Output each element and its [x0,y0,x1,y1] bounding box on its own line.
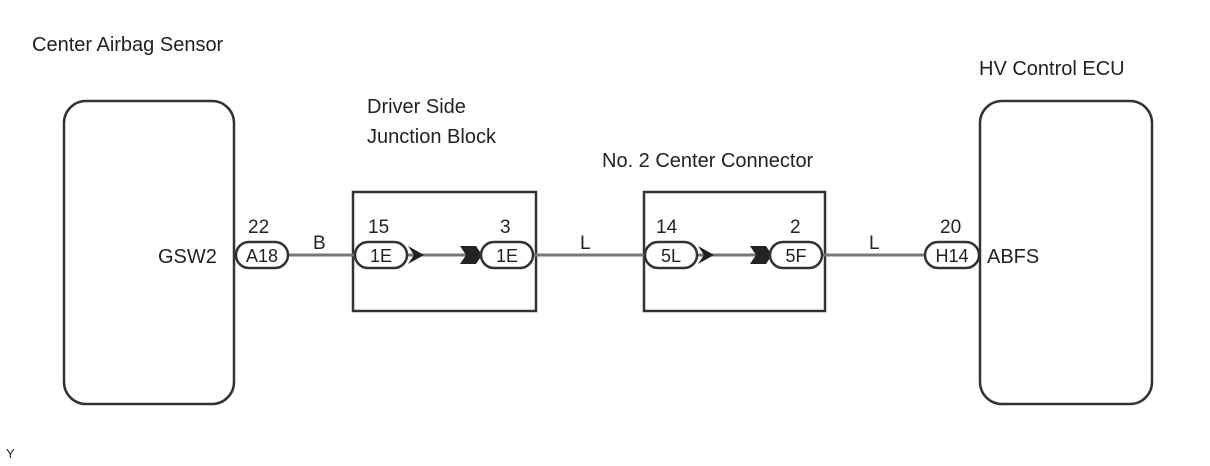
connector-jb-left-label: 1E [370,246,392,266]
gsw2-terminal-label: GSW2 [158,246,217,268]
airbag-sensor-title: Center Airbag Sensor [32,34,224,56]
connector-jb-left [353,240,409,270]
cc-left-pin-number: 14 [656,217,678,238]
connector-cc-left-label: 5L [661,246,681,266]
connector-a18 [234,240,290,270]
junction-block-title-line1: Driver Side [367,96,466,118]
female-terminal-icon [408,246,424,264]
cc-right-pin-number: 2 [790,217,801,238]
connector-h14-label: H14 [935,246,968,266]
male-terminal-icon [750,246,772,264]
connector-cc-right-label: 5F [785,246,806,266]
wire-color-b: B [313,233,326,254]
connector-a18-label: A18 [246,246,278,266]
connector-jb-right [479,240,535,270]
diagram-code: Y [6,446,15,461]
jb-left-pin-number: 15 [368,217,389,238]
a18-pin-number: 22 [248,217,269,238]
center-connector-title: No. 2 Center Connector [602,150,814,172]
junction-block-title-line2: Junction Block [367,126,497,148]
wire-color-l-2: L [869,233,880,254]
connector-h14 [923,240,981,270]
connector-cc-left [643,240,699,270]
abfs-terminal-label: ABFS [987,246,1039,268]
h14-pin-number: 20 [940,217,961,238]
hv-ecu-title: HV Control ECU [979,58,1125,80]
connector-cc-right [768,240,824,270]
female-terminal-icon [698,246,714,264]
jb-right-pin-number: 3 [500,217,511,238]
wire-color-l-1: L [580,233,591,254]
male-terminal-icon [460,246,482,264]
airbag-sensor-box [62,99,236,406]
connector-jb-right-label: 1E [496,246,518,266]
